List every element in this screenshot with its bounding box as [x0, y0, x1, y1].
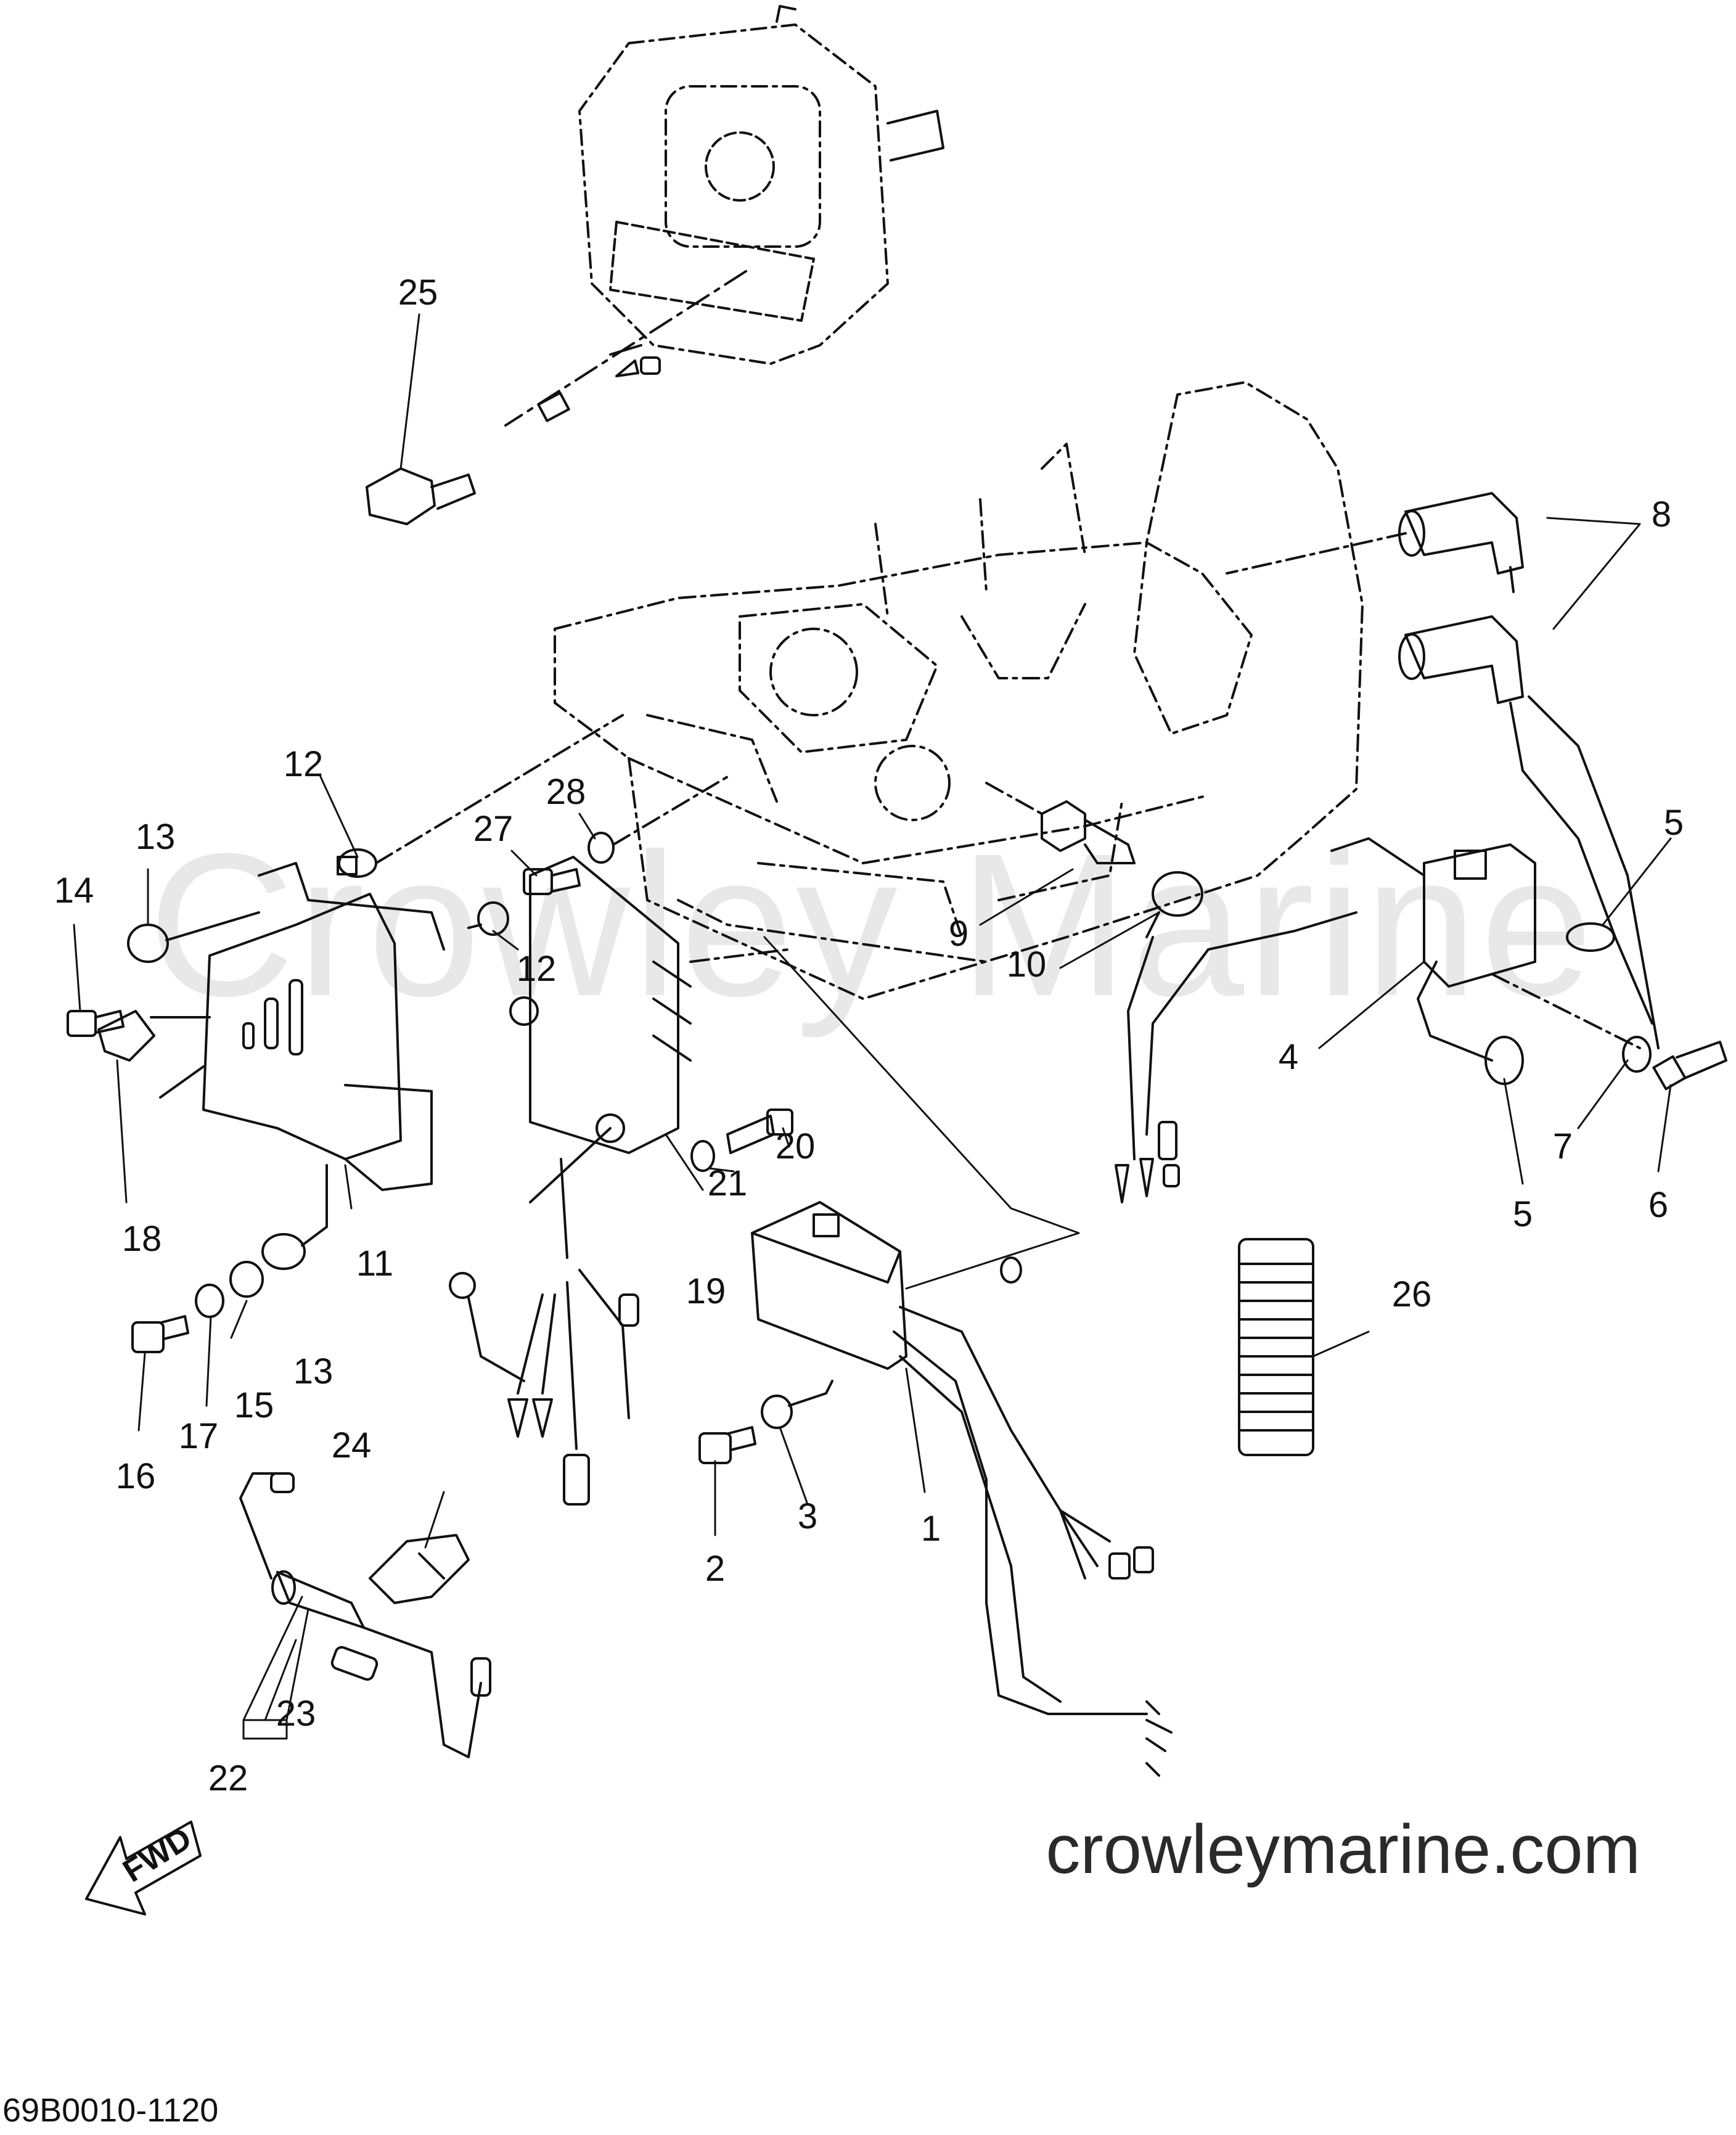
callout-6: 6: [1648, 1185, 1669, 1225]
part-19-rectifier: [509, 856, 692, 1154]
callout-3: 3: [797, 1496, 818, 1536]
part-17-washer: [195, 1284, 224, 1318]
callout-13a: 13: [135, 817, 176, 857]
part-4-ignition-coil: [1417, 843, 1615, 1085]
part-27-bolt: [523, 868, 581, 895]
part-16-bolt: [131, 1315, 189, 1353]
fwd-arrow-icon: [85, 1821, 202, 1916]
callout-13b: 13: [293, 1351, 334, 1391]
terminals-10: [1115, 1121, 1180, 1203]
callout-9: 9: [948, 914, 969, 954]
part-20-bolt: [726, 1108, 793, 1154]
site-url: crowleymarine.com: [1046, 1811, 1640, 1888]
part-15-washer: [229, 1261, 264, 1298]
part-25-thermo-housing: [578, 5, 944, 365]
engine-block: [554, 381, 1364, 1000]
part-9-sensor: [1041, 800, 1136, 864]
callout-16: 16: [115, 1456, 156, 1496]
part-14-bolt: [67, 1010, 125, 1037]
callout-10: 10: [1006, 945, 1047, 985]
callout-18: 18: [121, 1219, 162, 1259]
diagram-code: 69B0010-1120: [2, 2092, 219, 2129]
callout-14: 14: [54, 871, 94, 911]
callout-4: 4: [1278, 1037, 1299, 1077]
callout-26: 26: [1391, 1274, 1432, 1314]
callout-5a: 5: [1663, 803, 1684, 843]
part-13-grommet-upper: [127, 924, 169, 963]
callout-12a: 12: [283, 744, 324, 784]
part-8-spark-plug-caps: [1398, 492, 1660, 1049]
terminal-19b: [532, 1398, 553, 1438]
part-7-washer: [1622, 1036, 1652, 1073]
terminal-19a: [507, 1398, 528, 1438]
callout-24: 24: [331, 1425, 372, 1465]
callout-27: 27: [473, 809, 514, 849]
callout-19: 19: [686, 1271, 726, 1311]
callout-15: 15: [234, 1385, 274, 1425]
callout-8: 8: [1651, 494, 1672, 535]
callout-2: 2: [705, 1549, 726, 1589]
callout-5b: 5: [1512, 1194, 1533, 1234]
part-13-grommet-lower: [261, 1233, 306, 1270]
part-1-cdi-unit: [751, 1201, 1173, 1777]
part-28-washer: [588, 832, 615, 864]
part-21-washer: [690, 1140, 715, 1172]
part-3-washer: [761, 1395, 793, 1429]
leader-lines: [73, 313, 1672, 1721]
callout-23: 23: [276, 1694, 316, 1734]
part-10-cap: [1145, 871, 1203, 938]
part-24-clip: [369, 1534, 470, 1604]
callout-28: 28: [546, 772, 586, 812]
part-12-grommet-lower: [467, 901, 509, 936]
part-26-spring: [1238, 1238, 1314, 1456]
terminal-19c: [563, 1454, 590, 1506]
callout-25: 25: [398, 273, 438, 313]
callout-21: 21: [707, 1163, 748, 1203]
part-22-fuse-holder: [239, 1472, 491, 1758]
callout-1: 1: [920, 1509, 941, 1549]
callout-12b: 12: [516, 949, 557, 989]
callout-7: 7: [1552, 1126, 1573, 1166]
callout-11: 11: [356, 1244, 394, 1284]
part-2-bolt: [698, 1426, 756, 1464]
callout-20: 20: [775, 1126, 816, 1166]
part-6-bolt: [1652, 1041, 1727, 1091]
part-18-clip: [97, 1010, 155, 1062]
terminal-19e: [449, 1272, 476, 1299]
watermark: Crowley Marine: [148, 811, 1596, 1038]
terminal-19d: [618, 1293, 639, 1327]
callout-17: 17: [178, 1416, 219, 1456]
callout-22: 22: [208, 1758, 248, 1798]
part-23-fuse: [330, 1645, 379, 1681]
part-11-bracket: [202, 862, 445, 1191]
